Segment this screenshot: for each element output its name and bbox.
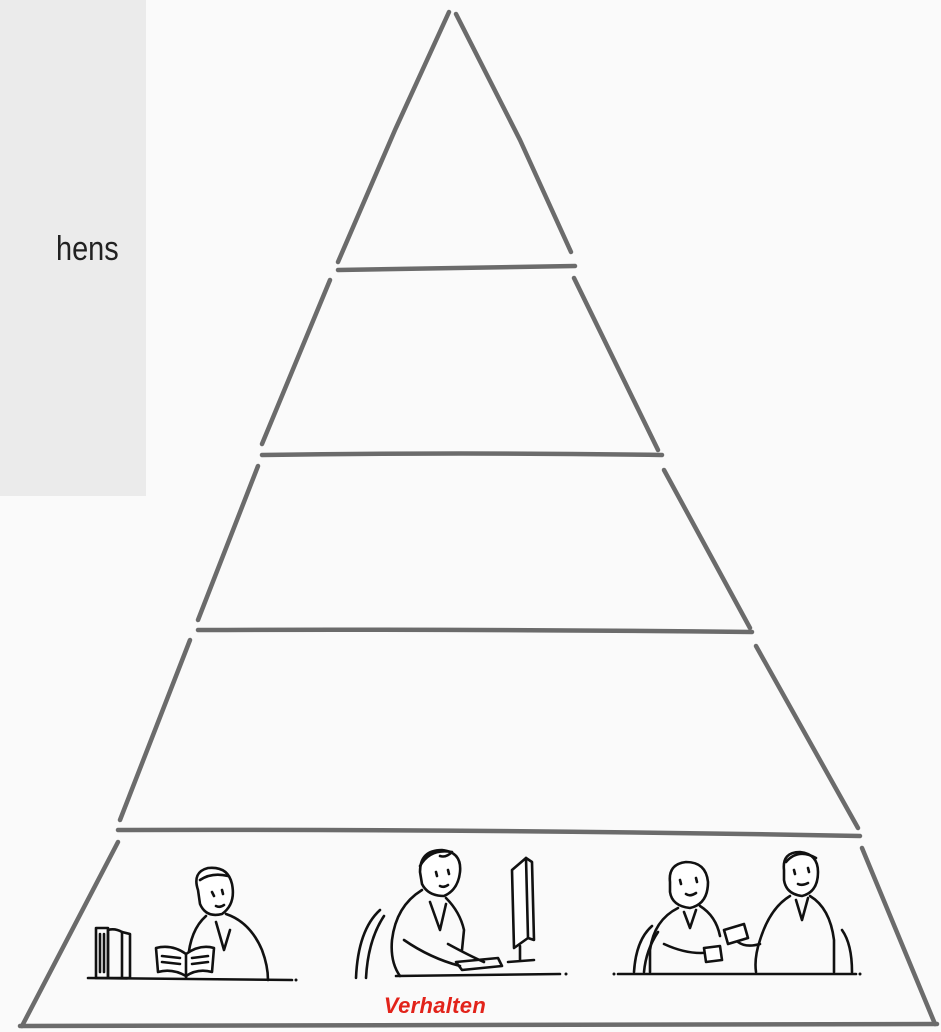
pyramid-divider-3: [198, 630, 752, 632]
pyramid-divider-4: [118, 830, 860, 836]
reading-person-icon: [88, 868, 298, 982]
pyramid-base: [20, 1024, 937, 1026]
pyramid-divider-2: [262, 454, 662, 456]
pyramid-left-edge: [22, 12, 449, 1026]
pyramid-divider-1: [338, 266, 575, 270]
pyramid-base-label: Verhalten: [360, 993, 510, 1019]
computer-user-icon: [356, 850, 568, 978]
two-people-talking-icon: [613, 852, 862, 976]
